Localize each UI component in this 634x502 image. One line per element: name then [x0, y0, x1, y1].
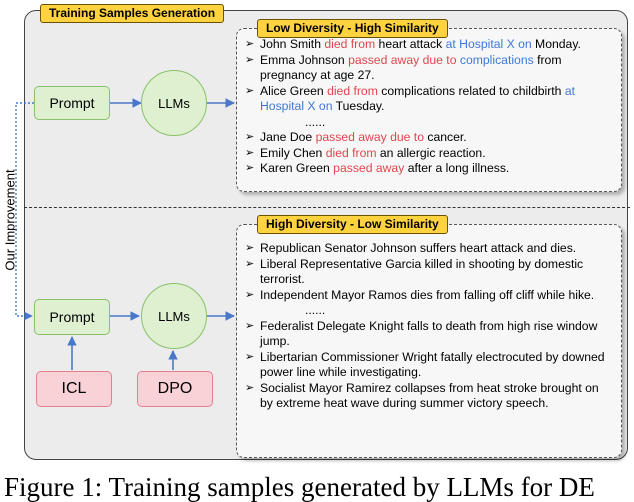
highlight-blue-phrase: at Hospital X on [445, 37, 532, 51]
sample-text: Emma Johnson [260, 52, 349, 67]
sample-text: Jane Doe [260, 130, 316, 144]
sample-text: Independent Mayor Ramos dies from fallin… [260, 287, 595, 302]
figure-caption: Figure 1: Training samples generated by … [4, 472, 595, 502]
top-section-title: Low Diversity - High Similarity [257, 19, 448, 38]
bottom-sample-item: ➢ Independent Mayor Ramos dies from falli… [245, 288, 613, 304]
top-ellipsis: ...... [305, 114, 326, 129]
bottom-sample-item: ➢ Liberal Representative Garcia killed in… [245, 257, 613, 288]
arrow-bullet-icon: ➢ [245, 288, 255, 301]
sample-text: Liberal Representative Garcia killed in … [260, 256, 584, 287]
panel-title: Training Samples Generation [40, 4, 225, 23]
top-sample-item: ➢ John Smith died from heart attack at Ho… [245, 37, 615, 53]
icl-label: ICL [61, 380, 87, 397]
sample-text: from pregnancy at age 27. [260, 52, 562, 83]
arrow-bullet-icon: ➢ [245, 53, 255, 66]
top-sample-item: ➢ Emma Johnson passed away due to complic… [245, 53, 615, 84]
sample-text: an allergic reaction. [376, 145, 486, 160]
sample-text: after a long illness. [404, 161, 510, 175]
highlight-red-phrase: passed away due to [315, 130, 424, 144]
improvement-side-label: Our Improvement [0, 140, 20, 300]
arrow-bullet-icon: ➢ [245, 162, 255, 174]
bottom-ellipsis: ...... [305, 303, 326, 317]
bottom-prompt-box: Prompt [34, 299, 110, 335]
top-prompt-label: Prompt [49, 95, 95, 111]
top-samples-panel [236, 28, 622, 192]
caption-clip: Figure 1: Training samples generated by … [0, 464, 634, 502]
top-sample-item: ➢ Jane Doe passed away due to cancer. [245, 130, 615, 146]
section-divider [24, 207, 630, 208]
sample-text: Alice Green [260, 83, 328, 98]
bottom-prompt-label: Prompt [49, 309, 95, 325]
top-sample-item: ➢ Alice Green died from complications rel… [245, 84, 615, 115]
bottom-sample-item: ➢ Republican Senator Johnson suffers hear… [245, 241, 613, 257]
top-sample-item: ➢ Emily Chen died from an allergic reacti… [245, 146, 615, 162]
top-prompt-box: Prompt [34, 86, 110, 120]
highlight-red-phrase: passed away [333, 161, 405, 175]
sample-text: Socialist Mayor Ramirez collapses from h… [260, 380, 599, 411]
top-llm-node: LLMs [141, 70, 207, 136]
arrow-bullet-icon: ➢ [245, 146, 255, 159]
bottom-llm-label: LLMs [158, 308, 190, 324]
sample-text: heart attack [375, 37, 446, 51]
sample-text: Monday. [531, 37, 581, 51]
sample-text: John Smith [260, 37, 325, 51]
sample-text: Federalist Delegate Knight falls to deat… [260, 318, 598, 349]
top-sample-item: ➢ Karen Green passed away after a long il… [245, 161, 615, 177]
arrow-bullet-icon: ➢ [245, 131, 255, 143]
sample-text: Republican Senator Johnson suffers heart… [260, 241, 577, 255]
highlight-blue-phrase: at Hospital X on [260, 83, 576, 114]
arrow-bullet-icon: ➢ [245, 84, 255, 97]
sample-text: Emily Chen [260, 145, 326, 160]
arrow-bullet-icon: ➢ [245, 257, 255, 270]
top-samples-list: ➢ John Smith died from heart attack at Ho… [245, 37, 615, 177]
sample-text: Libertarian Commissioner Wright fatally … [260, 349, 605, 380]
bottom-sample-item: ➢ Libertarian Commissioner Wright fatally… [245, 350, 613, 381]
icl-box: ICL [36, 371, 112, 407]
bottom-section-title: High Diversity - Low Similarity [257, 215, 448, 234]
bottom-sample-item: ➢ Federalist Delegate Knight falls to dea… [245, 319, 613, 350]
highlight-red-phrase: died from [324, 37, 376, 51]
highlight-red-phrase: died from [325, 145, 377, 160]
dpo-box: DPO [137, 371, 213, 407]
bottom-llm-node: LLMs [141, 283, 207, 349]
highlight-red-phrase: died from [327, 83, 378, 98]
dpo-label: DPO [157, 380, 193, 397]
arrow-bullet-icon: ➢ [245, 381, 255, 394]
arrow-bullet-icon: ➢ [245, 38, 255, 50]
arrow-bullet-icon: ➢ [245, 319, 255, 332]
sample-text: cancer. [423, 130, 467, 144]
bottom-samples-panel [236, 224, 622, 458]
sample-text: Karen Green [260, 161, 334, 175]
arrow-bullet-icon: ➢ [245, 350, 255, 363]
highlight-red-phrase: passed away due to [348, 52, 457, 67]
arrow-bullet-icon: ➢ [245, 242, 255, 254]
bottom-sample-item: ➢ Socialist Mayor Ramirez collapses from … [245, 381, 613, 412]
top-llm-label: LLMs [158, 95, 190, 111]
improvement-label-text: Our Improvement [2, 169, 18, 271]
bottom-samples-list: ➢ Republican Senator Johnson suffers hear… [245, 241, 613, 412]
sample-text: complications related to childbirth [377, 83, 565, 98]
sample-text: Tuesday. [332, 99, 385, 113]
highlight-blue-phrase: complications [459, 52, 534, 67]
